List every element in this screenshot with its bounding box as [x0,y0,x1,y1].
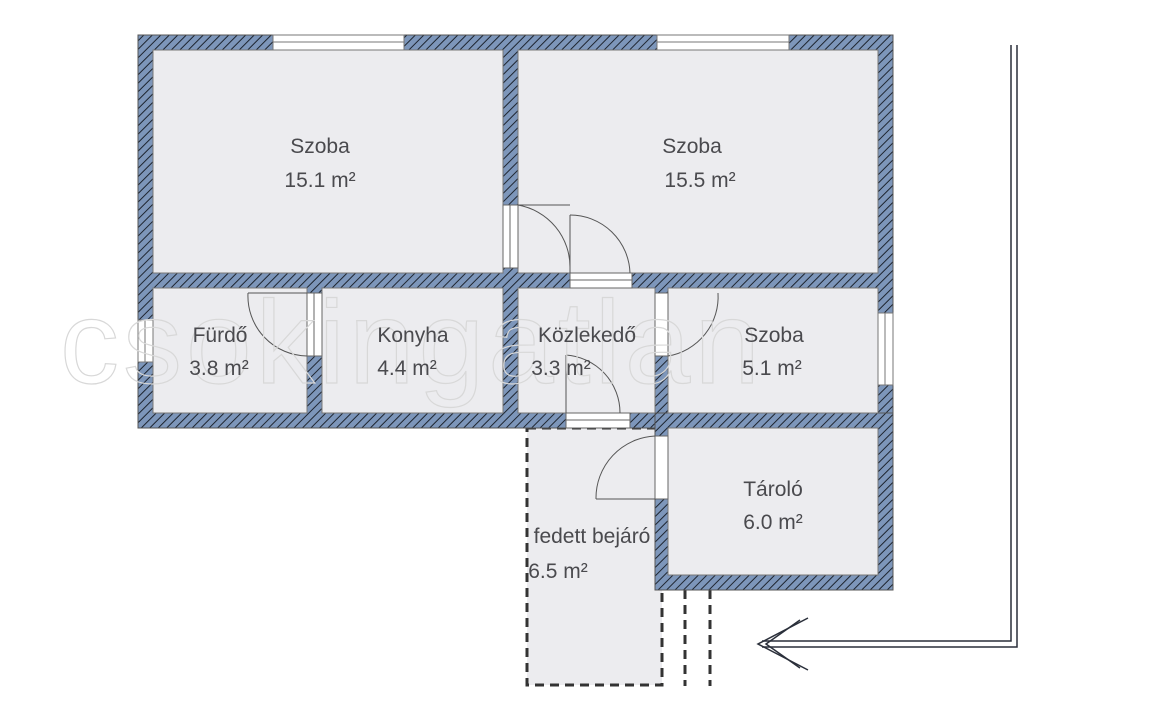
room-name: Közlekedő [538,324,636,347]
room-name: Szoba [744,324,804,347]
room-name: Konyha [377,324,449,347]
room-area: 15.1 m² [284,169,355,192]
room-area: 15.5 m² [664,169,735,192]
room-area: 6.5 m² [528,560,588,583]
room-area: 4.4 m² [377,357,437,380]
covered-entrance-area [525,426,664,687]
doors [306,204,669,500]
room-name: Szoba [662,135,722,158]
room-area: 5.1 m² [742,357,802,380]
room-label: Tároló 6.0 m² [743,478,803,534]
room-label: Szoba 15.1 m² [284,135,355,192]
room-label: Szoba 15.5 m² [662,135,735,192]
room-label: Szoba 5.1 m² [742,324,804,380]
room-label: Konyha 4.4 m² [377,324,449,380]
door-swings [247,204,719,500]
room-floors [152,49,879,576]
room-name: fedett bejáró [534,525,651,548]
windows [137,34,894,386]
room-area: 3.3 m² [531,357,591,380]
room-name: Tároló [743,478,803,501]
room-label: fedett bejáró 6.5 m² [528,525,650,583]
room-label: Közlekedő 3.3 m² [531,324,636,380]
room-name: Fürdő [193,324,248,347]
room-area: 3.8 m² [189,357,249,380]
entrance-arrow-icon [756,45,1018,671]
room-name: Szoba [290,135,350,158]
room-label: Fürdő 3.8 m² [189,324,249,380]
room-area: 6.0 m² [743,511,803,534]
watermark: csokingatlan [60,277,764,409]
